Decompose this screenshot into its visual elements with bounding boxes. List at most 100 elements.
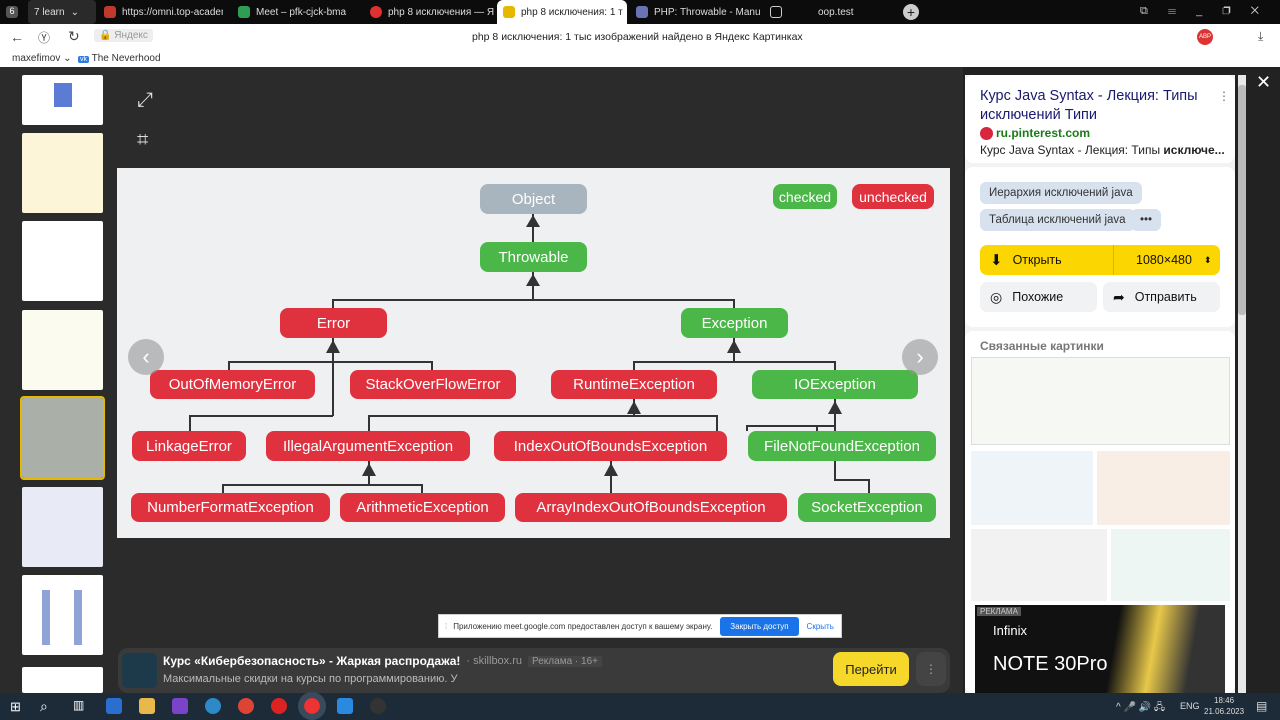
visual-studio-icon[interactable]: [172, 698, 188, 714]
chip-hierarchy[interactable]: Иерархия исключений java: [980, 182, 1142, 204]
open-label: Открыть: [1012, 253, 1062, 267]
tray-icons[interactable]: ^ 🎤 🔊 🖧: [1116, 702, 1166, 713]
ad-label: РЕКЛАМА: [977, 607, 1021, 616]
ad-image-infinix[interactable]: РЕКЛАМА Infinix NOTE 30Pro: [975, 605, 1225, 693]
profile-name: maxefimov: [12, 53, 61, 64]
node-exception: Exception: [681, 308, 788, 338]
windows-start-icon[interactable]: ⊞: [10, 699, 21, 714]
tab-omni[interactable]: https://omni.top-academy: [98, 0, 223, 24]
task-view-icon[interactable]: ▥: [73, 698, 85, 712]
open-button[interactable]: ⬇ Открыть 1080×480 ⬍: [980, 245, 1220, 275]
exception-hierarchy-image: checked unchecked Object Throwable Error…: [117, 168, 950, 538]
related-image[interactable]: [971, 451, 1093, 525]
tab-meet[interactable]: Meet – pfk-cjck-bma: [232, 0, 362, 24]
search-icon[interactable]: ⌕: [40, 698, 48, 714]
share-button[interactable]: ➦ Отправить: [1103, 282, 1220, 312]
ad-tag: Реклама · 16+: [528, 655, 602, 667]
fullscreen-icon[interactable]: ⤢: [137, 89, 153, 111]
sort-arrows-icon: ⬍: [1204, 254, 1212, 265]
back-icon[interactable]: ←: [10, 29, 24, 45]
explorer-icon[interactable]: [139, 698, 155, 714]
stop-sharing-button[interactable]: Закрыть доступ: [720, 616, 799, 636]
yandex-browser-icon[interactable]: [298, 692, 326, 720]
ad-go-button[interactable]: Перейти: [833, 652, 909, 686]
vscode-icon[interactable]: [337, 698, 353, 714]
send-label: Отправить: [1134, 290, 1197, 304]
legend-checked: checked: [773, 184, 837, 209]
adblock-icon[interactable]: ABP: [1197, 29, 1213, 45]
new-tab-icon[interactable]: +: [903, 4, 919, 20]
source-card: Курс Java Syntax - Лекция: Типы исключен…: [965, 75, 1235, 163]
share-arrow-icon: ➦: [1113, 288, 1125, 305]
close-viewer-icon[interactable]: ✕: [1256, 72, 1272, 92]
bookmark-neverhood[interactable]: vk The Neverhood: [78, 53, 161, 64]
hide-button[interactable]: Скрыть: [806, 621, 834, 631]
ad-domain: · skillbox.ru: [466, 655, 523, 667]
drag-handle-icon[interactable]: ⁞: [445, 621, 448, 631]
description-bold: исключе...: [1163, 143, 1225, 157]
ad-title[interactable]: Курс «Кибербезопасность» - Жаркая распро…: [163, 654, 461, 668]
tab-yandex-images[interactable]: php 8 исключения: 1 т✕: [497, 0, 627, 24]
lens-icon: ◎: [990, 288, 1003, 305]
tab-label: https://omni.top-academy: [122, 6, 223, 18]
tab-oop-test[interactable]: oop.test: [764, 0, 894, 24]
chrome-icon[interactable]: [238, 698, 254, 714]
related-image[interactable]: [1111, 529, 1230, 601]
thumbnail[interactable]: [22, 667, 103, 693]
ad-banner[interactable]: Курс «Кибербезопасность» - Жаркая распро…: [118, 648, 950, 693]
tab-php-manual[interactable]: PHP: Throwable - Manual: [630, 0, 760, 24]
node-ioexception: IOException: [752, 370, 918, 399]
more-options-icon[interactable]: ⋮: [1218, 89, 1230, 103]
yandex-home-icon[interactable]: Ⓨ: [38, 31, 51, 45]
scrollbar[interactable]: [1238, 75, 1246, 693]
image-title[interactable]: Курс Java Syntax - Лекция: Типы исключен…: [980, 88, 1198, 123]
tab-yandex-search[interactable]: php 8 исключения — Янд: [364, 0, 494, 24]
store-icon[interactable]: [106, 698, 122, 714]
obs-icon[interactable]: [370, 698, 386, 714]
page-title[interactable]: php 8 исключения: 1 тыс изображений найд…: [472, 31, 803, 43]
chip-table[interactable]: Таблица исключений java: [980, 209, 1135, 231]
size-select[interactable]: 1080×480: [1136, 253, 1192, 267]
related-image[interactable]: [971, 357, 1230, 445]
download-icon[interactable]: ⤓: [1258, 29, 1264, 43]
crop-icon[interactable]: ⌗: [137, 129, 149, 151]
tab-learn[interactable]: 7 learn ⌄: [28, 0, 96, 24]
related-image[interactable]: [971, 529, 1107, 601]
reload-icon[interactable]: ↻: [68, 28, 80, 44]
legend-unchecked: unchecked: [852, 184, 934, 209]
more-icon[interactable]: ⋮: [916, 652, 946, 686]
clock-date[interactable]: 21.06.2023: [1204, 707, 1245, 716]
thumbnail-selected[interactable]: [20, 396, 105, 480]
clock-time[interactable]: 18:46: [1214, 696, 1235, 705]
thumbnail[interactable]: [22, 575, 103, 655]
ad-image: [122, 653, 157, 688]
php-icon: [636, 6, 648, 18]
chip-more[interactable]: •••: [1131, 209, 1162, 231]
language-indicator[interactable]: ENG: [1180, 701, 1200, 711]
site-chip[interactable]: 🔒 Яндекс: [94, 29, 153, 42]
download-icon: ⬇: [990, 252, 1003, 269]
prev-image-button[interactable]: ‹: [128, 339, 164, 375]
next-image-button[interactable]: ›: [902, 339, 938, 375]
thumbnail[interactable]: [22, 75, 103, 125]
similar-button[interactable]: ◎Похожие: [980, 282, 1097, 312]
window-controls[interactable]: ⧉☰_❐✕: [1140, 5, 1279, 17]
edge-icon[interactable]: [205, 698, 221, 714]
profile-menu[interactable]: maxefimov ⌄: [12, 53, 72, 64]
thumbnail[interactable]: [22, 133, 103, 213]
thumbnail[interactable]: [22, 221, 103, 301]
tab-group-counter[interactable]: 6: [0, 0, 28, 24]
node-outofmemoryerror: OutOfMemoryError: [150, 370, 315, 399]
thumbnail[interactable]: [22, 310, 103, 390]
yandex-icon[interactable]: [271, 698, 287, 714]
thumbnail[interactable]: [22, 487, 103, 567]
source-link[interactable]: ru.pinterest.com: [996, 126, 1091, 140]
site-name: Яндекс: [114, 30, 148, 41]
related-image[interactable]: [1097, 451, 1230, 525]
meet-icon: [238, 6, 250, 18]
tab-bar: 6 7 learn ⌄ https://omni.top-academy Mee…: [0, 0, 1280, 24]
actions-card: Иерархия исключений java Таблица исключе…: [965, 167, 1235, 327]
notifications-icon[interactable]: ▤: [1256, 699, 1268, 713]
file-icon: [770, 6, 782, 18]
node-socketexception: SocketException: [798, 493, 936, 522]
